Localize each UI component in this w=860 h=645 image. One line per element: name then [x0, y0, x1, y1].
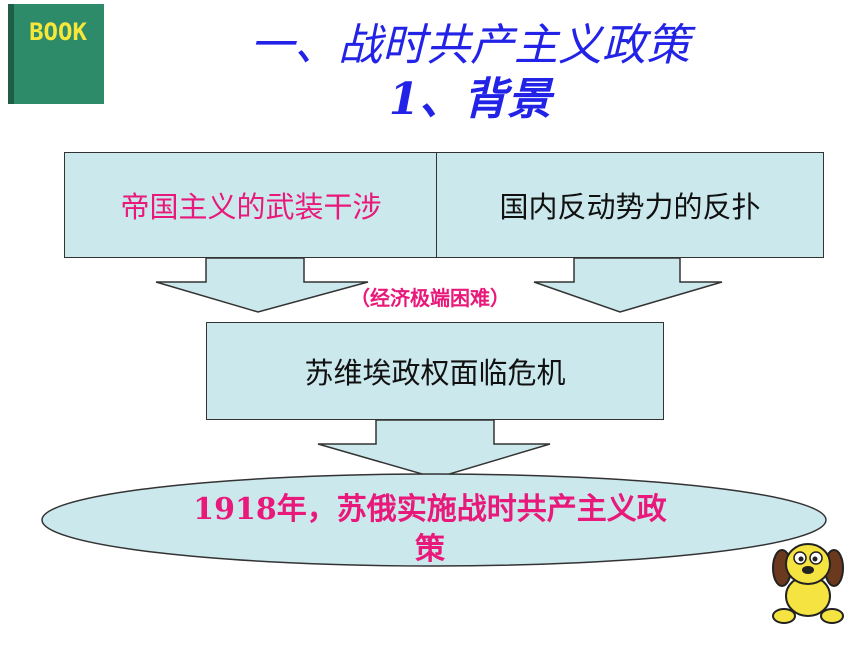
economic-note: （经济极端困难）	[350, 286, 510, 310]
book-icon-label: BOOK	[29, 18, 87, 46]
result-line-2: 策	[415, 532, 445, 567]
arrow-bottom	[317, 419, 551, 479]
cause-left-label: 帝国主义的武装干涉	[120, 190, 382, 224]
page-subtitle: 1、背景	[388, 74, 552, 125]
book-icon: BOOK	[8, 4, 104, 104]
crisis-label: 苏维埃政权面临危机	[304, 356, 566, 390]
result-ellipse	[41, 473, 827, 567]
crisis-box: 苏维埃政权面临危机	[206, 322, 664, 420]
result-text: 1918年，苏俄实施战时共产主义政 策	[160, 490, 700, 570]
arrow-left	[155, 257, 369, 313]
cause-right-label: 国内反动势力的反扑	[499, 190, 761, 224]
arrow-right	[533, 257, 723, 313]
dog-icon	[772, 543, 844, 624]
cause-box-right: 国内反动势力的反扑	[436, 152, 824, 258]
result-line-1: 1918年，苏俄实施战时共产主义政	[193, 492, 667, 527]
cause-box-left: 帝国主义的武装干涉	[64, 152, 438, 258]
page-title: 一、战时共产主义政策	[250, 20, 690, 71]
